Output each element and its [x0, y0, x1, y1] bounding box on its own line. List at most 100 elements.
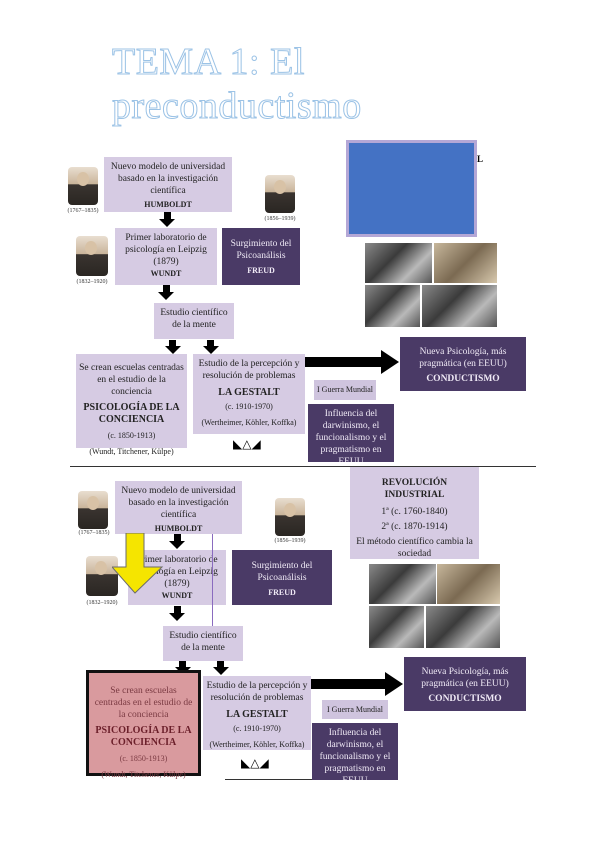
- divider-line: [225, 779, 365, 780]
- guerra-text: I Guerra Mundial: [317, 385, 373, 394]
- arrow-shaft: [179, 661, 186, 668]
- conductismo-text: Nueva Psicología, más pragmática (en EEU…: [419, 347, 507, 369]
- arrow-down-icon: [169, 613, 185, 621]
- conductismo-box: Nueva Psicología, más pragmática (en EEU…: [400, 337, 526, 391]
- escuelas-text: Se crean escuelas centradas en el estudi…: [94, 686, 193, 720]
- blue-overlay-box: [346, 140, 477, 237]
- arrow-down-icon: [158, 292, 174, 300]
- influencia-text: Influencia del darwinismo, el funcionali…: [319, 728, 391, 780]
- arrow-shaft: [163, 285, 170, 293]
- arrow-shaft: [207, 340, 214, 347]
- wundt-years: (1832–1920): [86, 600, 118, 606]
- humboldt-name: HUMBOLDT: [144, 200, 192, 209]
- conductismo-box: Nueva Psicología, más pragmática (en EEU…: [404, 657, 526, 711]
- guerra-box: I Guerra Mundial: [314, 380, 376, 400]
- workers-photo: [422, 285, 497, 327]
- arrow-down-icon: [169, 541, 185, 549]
- yellow-arrow-icon: [112, 533, 164, 594]
- partial-text: L: [477, 154, 484, 164]
- escuelas-name: PSICOLOGÍA DE LA CONCIENCIA: [95, 725, 192, 748]
- revolucion-box: REVOLUCIÓN INDUSTRIAL 1ª (c. 1760-1840) …: [350, 467, 479, 559]
- revolucion-2: 2ª (c. 1870-1914): [381, 522, 448, 532]
- freud-portrait: [265, 175, 295, 213]
- humboldt-years: (1767–1835): [78, 530, 110, 536]
- guerra-box: I Guerra Mundial: [322, 700, 388, 719]
- gestalt-authors: (Wertheimer, Köhler, Koffka): [209, 740, 305, 749]
- gestalt-name: LA GESTALT: [218, 387, 280, 398]
- arrow-shaft: [174, 606, 181, 614]
- conductismo-text: Nueva Psicología, más pragmática (en EEU…: [421, 667, 509, 689]
- freud-text: Surgimiento del Psicoanálisis: [230, 239, 292, 261]
- arrow-down-icon: [165, 346, 181, 354]
- arrow-down-icon: [213, 667, 229, 675]
- arrow-down-icon: [159, 219, 175, 227]
- connector-line: [212, 534, 213, 646]
- freud-box: Surgimiento del Psicoanálisis FREUD: [232, 550, 332, 605]
- page-title: TEMA 1: El preconductismo: [112, 41, 362, 128]
- workers-photo: [426, 606, 500, 648]
- freud-box: Surgimiento del Psicoanálisis FREUD: [222, 228, 300, 285]
- factory-photo: [365, 285, 420, 327]
- arrow-down-icon: [203, 346, 219, 354]
- guerra-text: I Guerra Mundial: [327, 705, 383, 714]
- arrow-shaft: [169, 340, 176, 347]
- gestalt-years: (c. 1910-1970): [233, 724, 281, 733]
- estudio-text: Estudio científico de la mente: [160, 308, 228, 330]
- train-photo: [437, 564, 500, 604]
- influencia-box: Influencia del darwinismo, el funcionali…: [308, 404, 394, 462]
- estudio-box: Estudio científico de la mente: [154, 303, 234, 339]
- estudio-box: Estudio científico de la mente: [163, 626, 243, 661]
- wundt-box: Primer laboratorio de psicología en Leip…: [115, 228, 217, 285]
- big-right-arrow-icon: [305, 350, 399, 374]
- gestalt-text: Estudio de la percepción y resolución de…: [206, 681, 308, 703]
- wundt-text: Primer laboratorio de psicología en Leip…: [136, 555, 218, 589]
- industrial-photo: [365, 243, 432, 283]
- escuelas-box: Se crean escuelas centradas en el estudi…: [76, 354, 187, 456]
- humboldt-name: HUMBOLDT: [154, 524, 203, 533]
- train-photo: [434, 243, 497, 283]
- big-right-arrow-icon: [311, 672, 403, 696]
- arrow-shaft: [217, 661, 224, 668]
- humboldt-box: Nuevo modelo de universidad basado en la…: [115, 481, 242, 534]
- freud-name: FREUD: [247, 266, 275, 275]
- escuelas-name: PSICOLOGÍA DE LA CONCIENCIA: [83, 402, 180, 425]
- gestalt-name: LA GESTALT: [226, 709, 288, 720]
- gestalt-box: Estudio de la percepción y resolución de…: [193, 354, 305, 434]
- wundt-name: WUNDT: [161, 591, 193, 600]
- wundt-text: Primer laboratorio de psicología en Leip…: [125, 233, 207, 267]
- humboldt-portrait: [68, 167, 98, 205]
- influencia-text: Influencia del darwinismo, el funcionali…: [315, 409, 387, 462]
- freud-portrait: [275, 498, 305, 536]
- conductismo-name: CONDUCTISMO: [428, 694, 502, 704]
- humboldt-portrait: [78, 491, 108, 529]
- arrow-shaft: [164, 212, 171, 220]
- freud-text: Surgimiento del Psicoanálisis: [251, 561, 313, 583]
- conductismo-name: CONDUCTISMO: [426, 374, 500, 384]
- revolucion-1: 1ª (c. 1760-1840): [381, 507, 448, 517]
- escuelas-authors: (Wundt, Titchener, Külpe): [101, 770, 186, 779]
- freud-years: (1856–1939): [274, 538, 306, 544]
- arrow-shaft: [174, 534, 181, 542]
- wundt-name: WUNDT: [150, 269, 182, 278]
- factory-photo: [369, 606, 424, 648]
- freud-years: (1856–1939): [264, 216, 296, 222]
- gestalt-text: Estudio de la percepción y resolución de…: [198, 359, 300, 381]
- gestalt-box: Estudio de la percepción y resolución de…: [203, 676, 311, 750]
- influencia-box: Influencia del darwinismo, el funcionali…: [312, 723, 398, 780]
- triangle-illusion-icon: ◣△◢: [233, 437, 261, 451]
- revolucion-title: REVOLUCIÓN INDUSTRIAL: [381, 478, 448, 500]
- wundt-portrait: [86, 556, 118, 596]
- humboldt-text: Nuevo modelo de universidad basado en la…: [121, 486, 236, 520]
- estudio-text: Estudio científico de la mente: [169, 631, 237, 653]
- escuelas-text: Se crean escuelas centradas en el estudi…: [79, 363, 184, 397]
- revolucion-3: El método científico cambia la sociedad: [356, 537, 473, 559]
- freud-name: FREUD: [268, 588, 296, 597]
- triangle-illusion-icon: ◣△◢: [241, 756, 269, 770]
- escuelas-years: (c. 1850-1913): [119, 754, 168, 763]
- gestalt-authors: (Wertheimer, Köhler, Koffka): [201, 418, 297, 427]
- gestalt-years: (c. 1910-1970): [225, 402, 273, 411]
- humboldt-box: Nuevo modelo de universidad basado en la…: [104, 157, 232, 212]
- industrial-photo: [369, 564, 436, 604]
- wundt-years: (1832–1920): [76, 279, 108, 285]
- escuelas-authors: (Wundt, Titchener, Külpe): [89, 447, 174, 456]
